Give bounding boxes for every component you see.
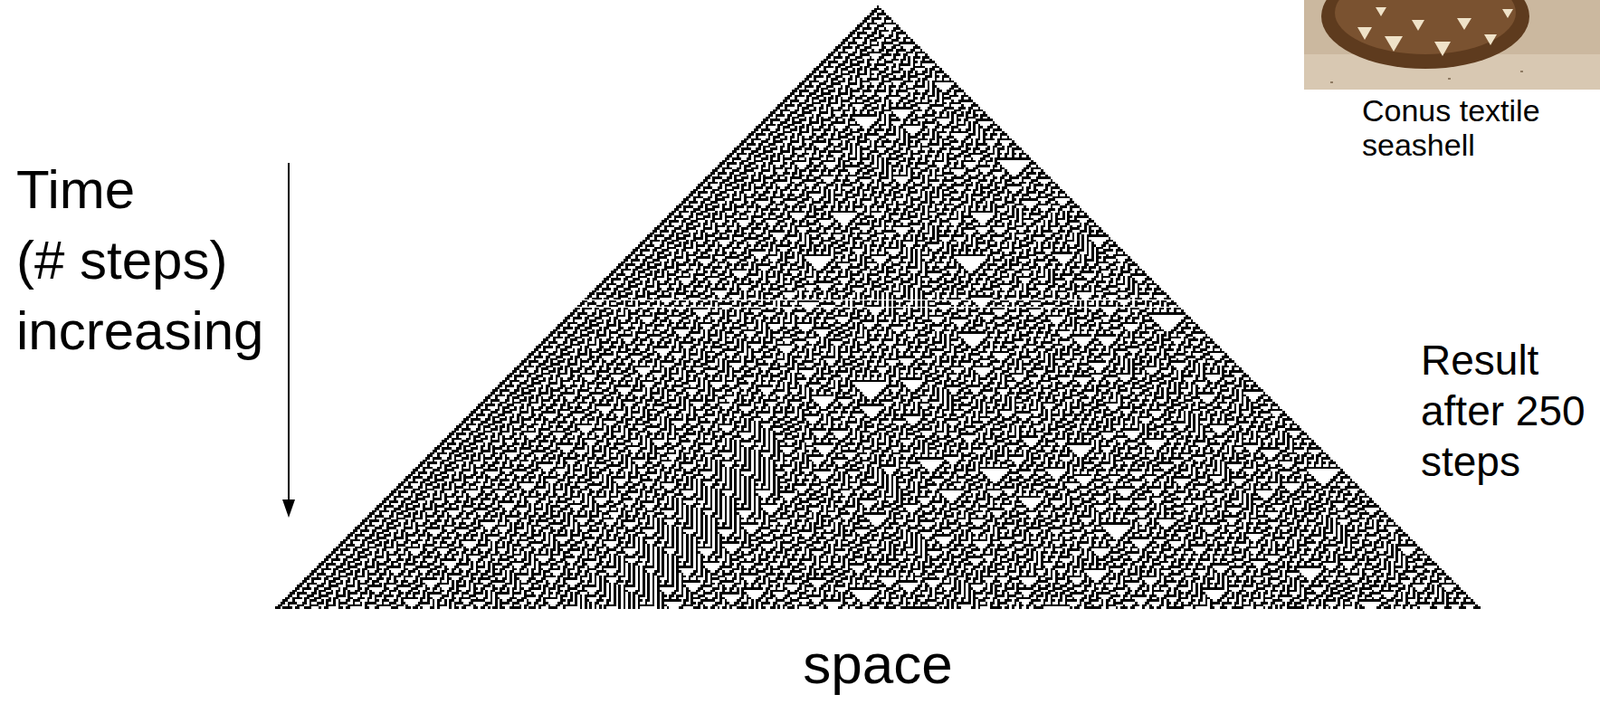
shell-pattern [1457, 18, 1472, 30]
cellular-automaton [275, 5, 1480, 610]
shell-pattern [1384, 36, 1403, 52]
shell-pattern [1434, 41, 1451, 57]
shell-pattern [1502, 9, 1514, 19]
shell-pattern [1357, 27, 1372, 40]
automaton-group [275, 5, 1480, 610]
sand-grain [1520, 70, 1524, 73]
shell [1334, 0, 1516, 55]
shell-pattern [1375, 7, 1387, 17]
photo-caption: Conus textile seashell [1361, 93, 1553, 162]
seashell-photo [1304, 0, 1600, 90]
time-arrow [287, 162, 290, 504]
axis-label: space [787, 630, 969, 698]
arrow-head [282, 499, 296, 518]
sand-grain [1330, 81, 1334, 84]
sand-grain [1447, 77, 1451, 80]
shell-pattern [1484, 34, 1497, 46]
shell [1321, 0, 1530, 69]
axis-label: Time (# steps) increasing [16, 154, 288, 367]
result-note: Result after 250 steps [1420, 334, 1592, 487]
shell-pattern [1411, 19, 1425, 31]
